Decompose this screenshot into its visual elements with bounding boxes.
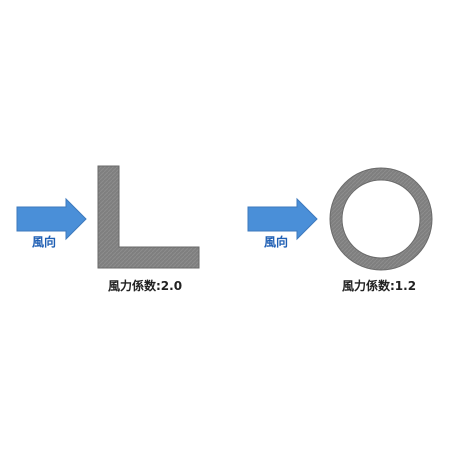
round-pipe-shape [330,168,432,270]
pipe-wind-force-coefficient: 風力係数:1.2 [342,279,417,293]
wind-direction-label: 風向 [32,235,57,249]
wind-arrow-icon [16,197,87,241]
round-pipe-outer-edge [329,167,433,271]
angle-wind-force-coefficient: 風力係数:2.0 [108,279,183,293]
wind-direction-label: 風向 [264,235,289,249]
wind-arrow-icon [247,197,318,241]
round-pipe-inner-edge [341,179,421,259]
angle-section-shape [97,165,200,269]
